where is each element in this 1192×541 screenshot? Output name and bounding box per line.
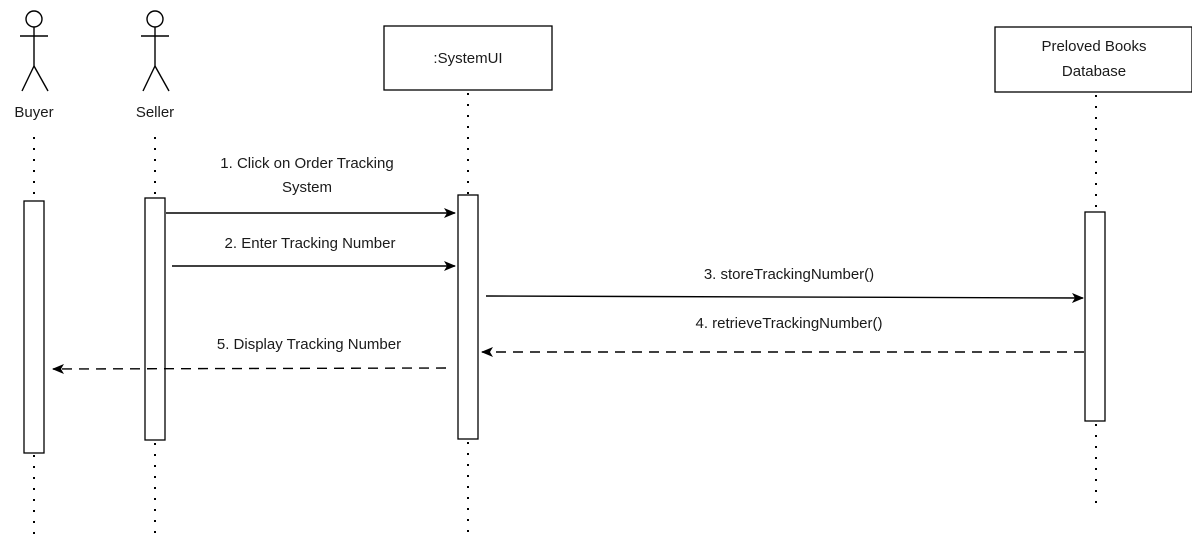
message-3-label: 3. storeTrackingNumber() bbox=[704, 266, 874, 283]
stick-figure-icon bbox=[20, 10, 49, 92]
message-5-label: 5. Display Tracking Number bbox=[217, 336, 401, 353]
participant-systemui-label: :SystemUI bbox=[433, 50, 502, 67]
message-5-arrow bbox=[52, 363, 447, 374]
participant-database-label-line2: Database bbox=[1062, 63, 1126, 80]
participant-database-label-line1: Preloved Books bbox=[1041, 38, 1146, 55]
activation-bar-seller bbox=[144, 197, 166, 441]
actor-seller-label: Seller bbox=[136, 104, 174, 121]
activation-bar-systemui bbox=[457, 194, 479, 440]
message-5: 5. Display Tracking Number bbox=[52, 336, 447, 374]
actor-seller: Seller bbox=[136, 10, 174, 121]
message-1-label-line2: System bbox=[282, 179, 332, 196]
message-1-label-line1: 1. Click on Order Tracking bbox=[220, 155, 393, 172]
activation-bar-database bbox=[1084, 211, 1106, 422]
participant-box bbox=[383, 25, 553, 91]
participant-database: Preloved Books Database bbox=[994, 26, 1192, 93]
message-3: 3. storeTrackingNumber() bbox=[485, 266, 1084, 303]
message-4: 4. retrieveTrackingNumber() bbox=[481, 315, 1084, 357]
participant-systemui: :SystemUI bbox=[383, 25, 553, 91]
stick-figure-icon bbox=[141, 10, 170, 92]
message-2: 2. Enter Tracking Number bbox=[172, 235, 456, 271]
actor-buyer-label: Buyer bbox=[14, 104, 53, 121]
activation-bar-buyer bbox=[23, 200, 45, 454]
message-2-label: 2. Enter Tracking Number bbox=[225, 235, 396, 252]
message-4-label: 4. retrieveTrackingNumber() bbox=[696, 315, 883, 332]
message-3-arrow bbox=[485, 292, 1084, 303]
participant-box bbox=[994, 26, 1192, 93]
actor-buyer: Buyer bbox=[14, 10, 54, 121]
message-1: 1. Click on Order Tracking System bbox=[166, 155, 456, 218]
